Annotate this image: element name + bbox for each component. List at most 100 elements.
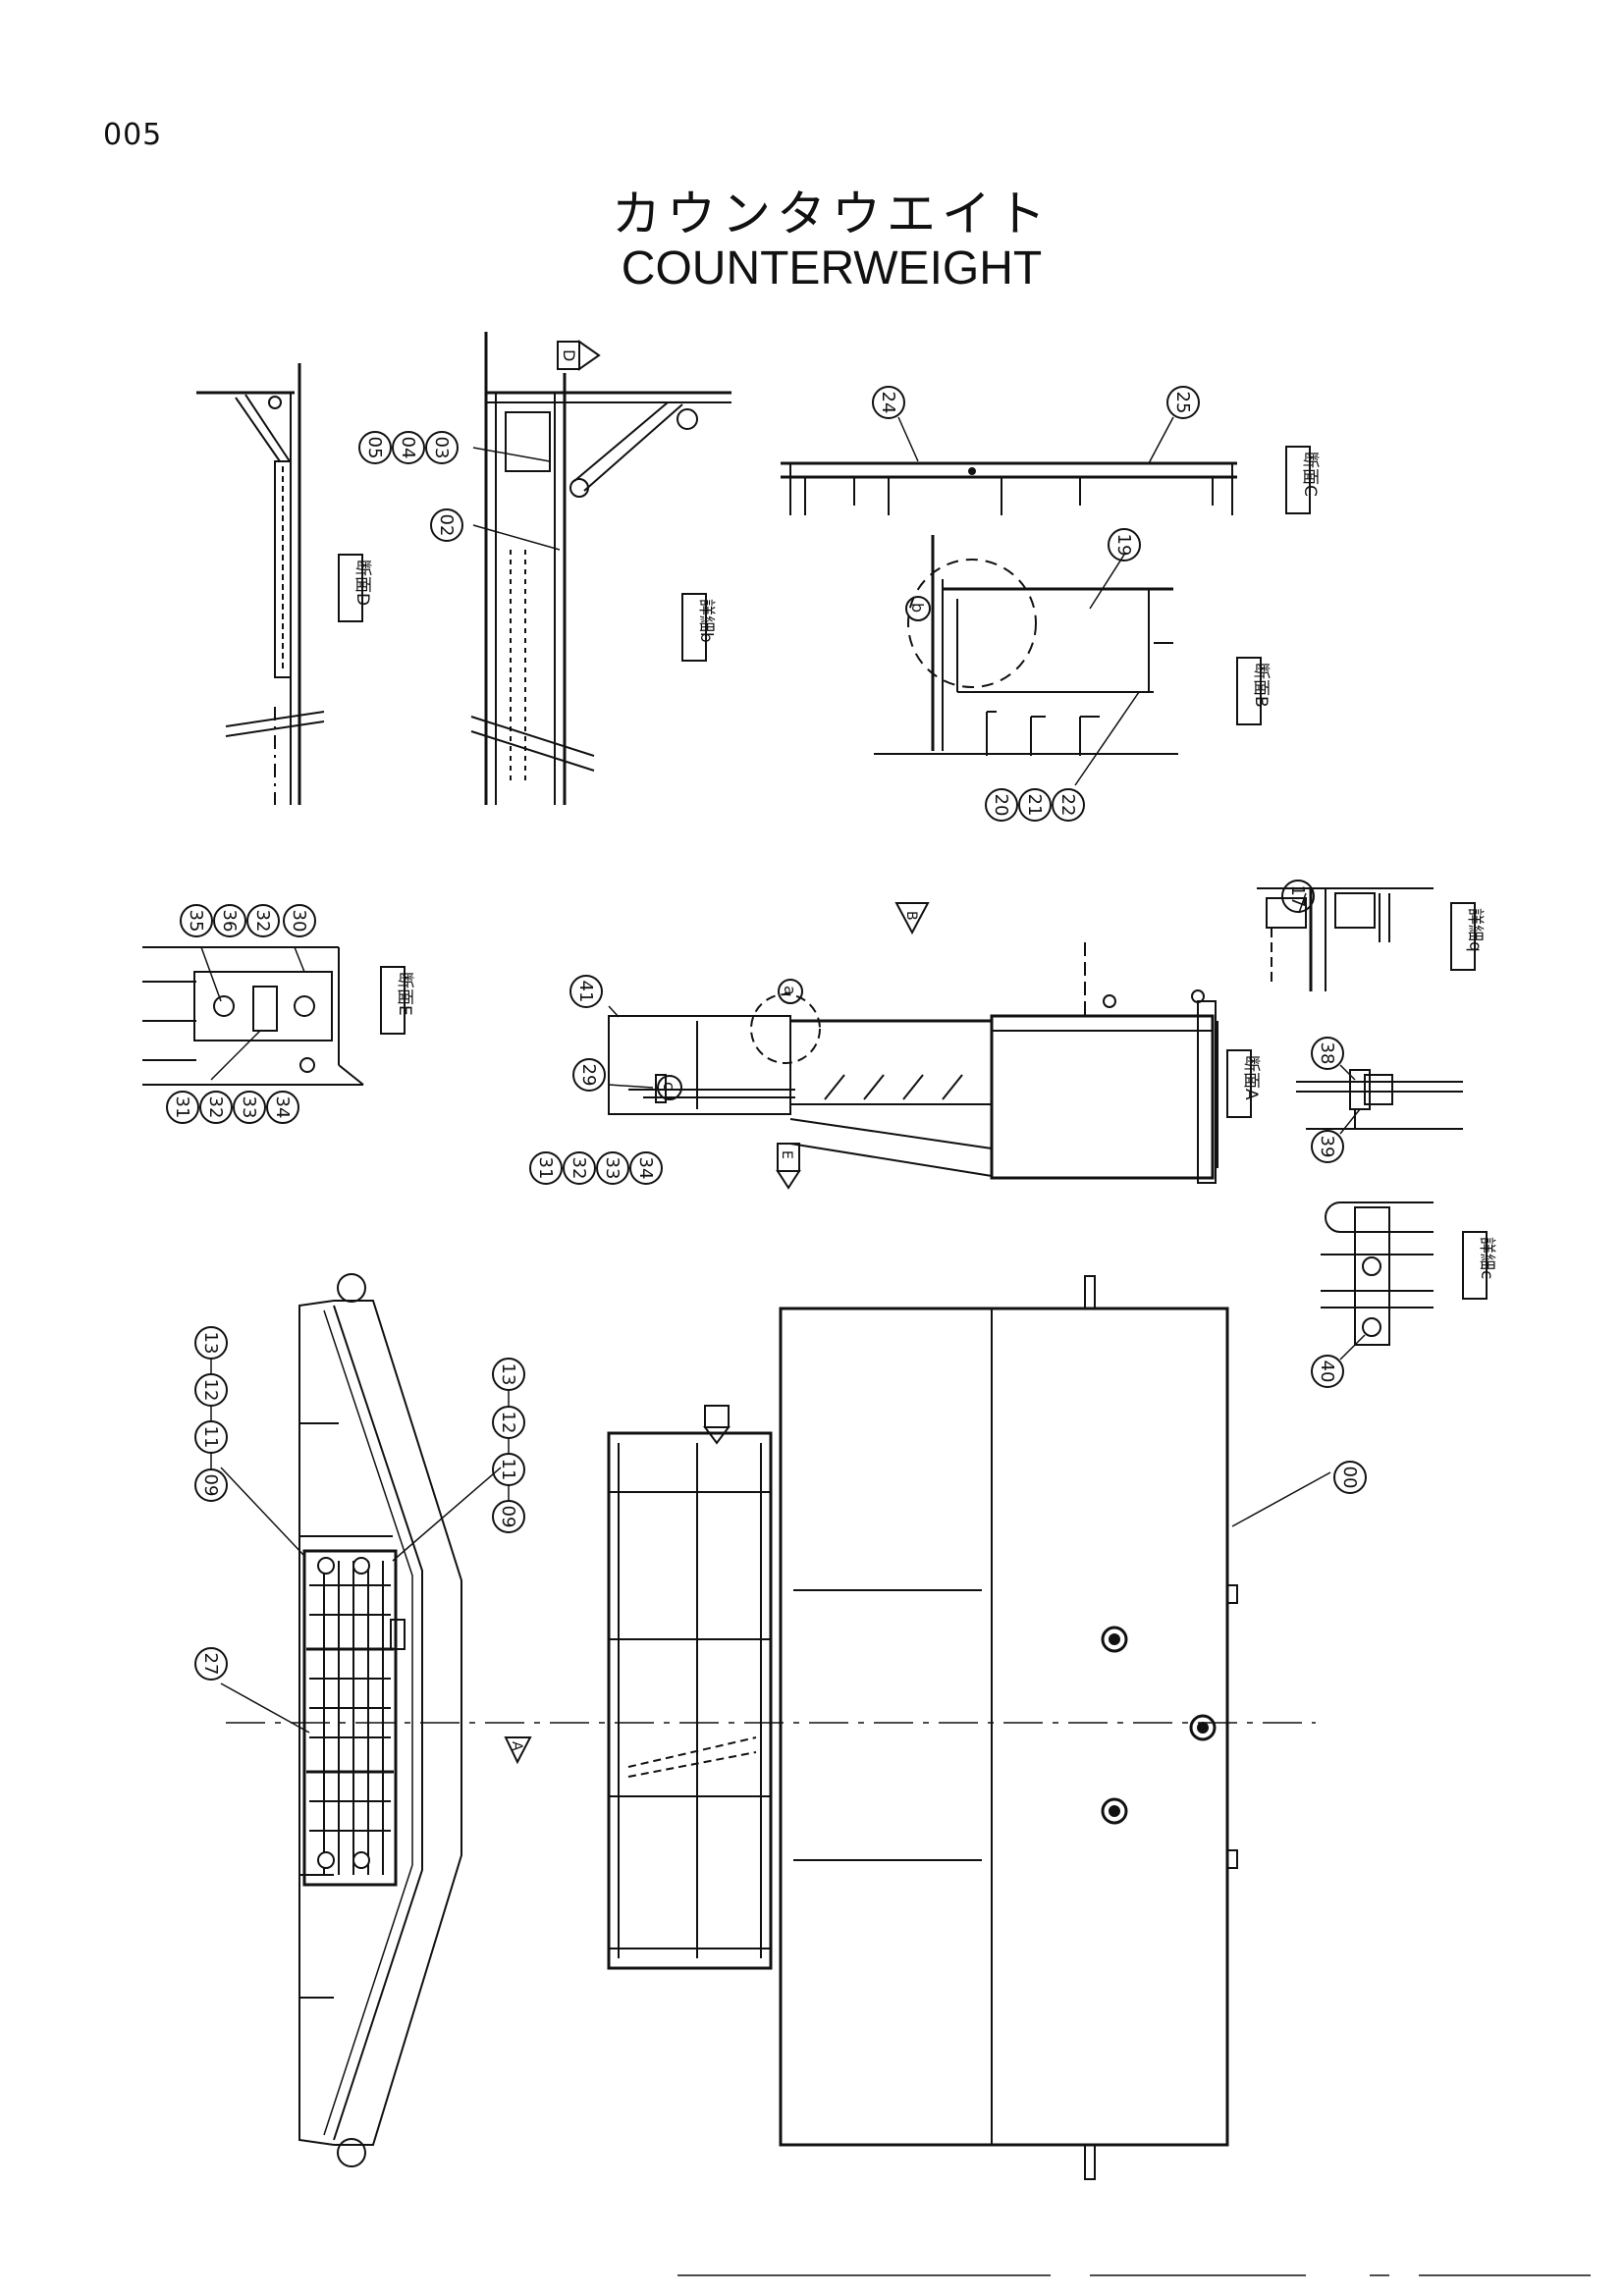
callout-32-mid-text: 32 xyxy=(568,1157,589,1180)
callout-34-sec-e: 34 xyxy=(266,1091,299,1124)
callout-balloons: 05 04 03 02 24 25 19 20 xyxy=(166,386,1367,1681)
callout-11-left-text: 11 xyxy=(200,1426,221,1449)
detail-38-39-view xyxy=(1296,1069,1463,1130)
callout-00-text: 00 xyxy=(1339,1467,1360,1489)
callout-21: 21 xyxy=(1018,788,1052,822)
section-c-view xyxy=(781,461,1237,515)
callout-32-sec-e-top: 32 xyxy=(246,904,280,937)
callout-13-left: 13 xyxy=(194,1326,228,1360)
callout-27: 27 xyxy=(194,1647,228,1681)
callout-05: 05 xyxy=(358,431,392,464)
callout-17: 17 xyxy=(1281,880,1315,913)
callout-41-text: 41 xyxy=(575,981,596,1003)
callout-25-text: 25 xyxy=(1172,392,1193,414)
callout-41: 41 xyxy=(569,975,603,1008)
detail-marker-b-letter: b xyxy=(908,603,927,613)
callout-13-right-text: 13 xyxy=(498,1363,518,1386)
callout-35-text: 35 xyxy=(186,910,206,933)
detail-marker-a-letter: a xyxy=(781,986,799,995)
callout-11-right-text: 11 xyxy=(498,1459,518,1481)
section-label-d-text: 断面D xyxy=(352,560,372,606)
callout-04-text: 04 xyxy=(398,437,418,459)
detail-marker-c-letter: c xyxy=(660,1082,678,1091)
section-label-a-text: 断面A xyxy=(1241,1055,1261,1100)
section-d-view xyxy=(196,363,325,805)
callout-31-mid-text: 31 xyxy=(535,1157,556,1180)
detail-b-view xyxy=(470,332,731,805)
middle-section-view xyxy=(608,902,1218,1190)
callout-32-sec-e-top-text: 32 xyxy=(252,910,273,933)
grate-panels xyxy=(302,1549,406,1887)
detail-label-q: 詳細q xyxy=(1450,902,1485,971)
callout-32-sec-e: 32 xyxy=(199,1091,233,1124)
callout-12-right: 12 xyxy=(492,1406,525,1439)
callout-38: 38 xyxy=(1311,1037,1344,1070)
callout-34-mid-text: 34 xyxy=(635,1157,656,1180)
detail-label-b: 詳細b xyxy=(681,593,716,662)
callout-20: 20 xyxy=(985,788,1018,822)
callout-33-mid: 33 xyxy=(596,1151,629,1185)
callout-leaders xyxy=(200,416,1366,1734)
detail-marker-c: c xyxy=(657,1075,682,1100)
callout-00: 00 xyxy=(1333,1461,1367,1494)
detail-label-b-text: 詳細b xyxy=(696,599,716,643)
callout-31-mid: 31 xyxy=(529,1151,563,1185)
callout-38-text: 38 xyxy=(1317,1042,1337,1065)
callout-39: 39 xyxy=(1311,1130,1344,1163)
detail-marker-b: b xyxy=(905,596,931,621)
callout-19: 19 xyxy=(1108,528,1141,561)
callout-09-left: 09 xyxy=(194,1468,228,1502)
callout-33-mid-text: 33 xyxy=(602,1157,623,1180)
callout-32-sec-e-text: 32 xyxy=(205,1096,226,1119)
callout-30: 30 xyxy=(283,904,316,937)
view-arrow-d-letter: D xyxy=(560,349,578,361)
callout-03-text: 03 xyxy=(431,437,452,459)
rear-view xyxy=(298,1273,462,2167)
callout-33-sec-e: 33 xyxy=(233,1091,266,1124)
callout-34-sec-e-text: 34 xyxy=(272,1096,293,1119)
callout-13-left-text: 13 xyxy=(200,1332,221,1355)
callout-12-right-text: 12 xyxy=(498,1412,518,1434)
callout-40: 40 xyxy=(1311,1355,1344,1388)
detail-label-q-text: 詳細q xyxy=(1465,908,1485,952)
detail-label-c: 詳細c xyxy=(1462,1231,1496,1300)
detail-label-c-text: 詳細c xyxy=(1477,1237,1496,1279)
callout-21-text: 21 xyxy=(1024,794,1045,817)
callout-39-text: 39 xyxy=(1317,1136,1337,1158)
callout-17-text: 17 xyxy=(1287,885,1308,908)
callout-25: 25 xyxy=(1166,386,1200,419)
callout-05-text: 05 xyxy=(364,437,385,459)
callout-12-left-text: 12 xyxy=(200,1379,221,1402)
callout-22-text: 22 xyxy=(1057,794,1078,817)
callout-36: 36 xyxy=(213,904,246,937)
section-label-b-text: 断面B xyxy=(1251,663,1271,708)
callout-09-right: 09 xyxy=(492,1500,525,1533)
callout-20-text: 20 xyxy=(991,794,1011,817)
callout-29-text: 29 xyxy=(578,1064,599,1087)
callout-04: 04 xyxy=(392,431,425,464)
side-view xyxy=(607,1275,1238,2180)
title-japanese: カウンタウエイト xyxy=(612,186,1052,242)
detail-marker-a: a xyxy=(778,979,803,1004)
callout-13-right: 13 xyxy=(492,1358,525,1391)
title-english: COUNTERWEIGHT xyxy=(621,242,1043,294)
balloon-connectors xyxy=(210,1359,510,1501)
callout-24: 24 xyxy=(872,386,905,419)
view-arrow-a-lower xyxy=(504,1736,532,1765)
view-arrow-a-letter: A xyxy=(509,1741,524,1751)
section-label-e: 断面E xyxy=(380,966,414,1035)
callout-34-mid: 34 xyxy=(629,1151,663,1185)
callout-27-text: 27 xyxy=(200,1653,221,1676)
view-arrow-b-letter: B xyxy=(903,911,919,921)
section-b-view xyxy=(874,535,1178,756)
callout-29: 29 xyxy=(572,1058,606,1092)
view-arrow-e-letter: E xyxy=(779,1150,794,1159)
callout-09-left-text: 09 xyxy=(200,1474,221,1497)
section-label-c: 断面C xyxy=(1285,446,1320,514)
callout-11-left: 11 xyxy=(194,1420,228,1454)
callout-36-text: 36 xyxy=(219,910,240,933)
section-label-b: 断面B xyxy=(1236,657,1271,725)
callout-33-sec-e-text: 33 xyxy=(239,1096,259,1119)
callout-12-left: 12 xyxy=(194,1373,228,1407)
